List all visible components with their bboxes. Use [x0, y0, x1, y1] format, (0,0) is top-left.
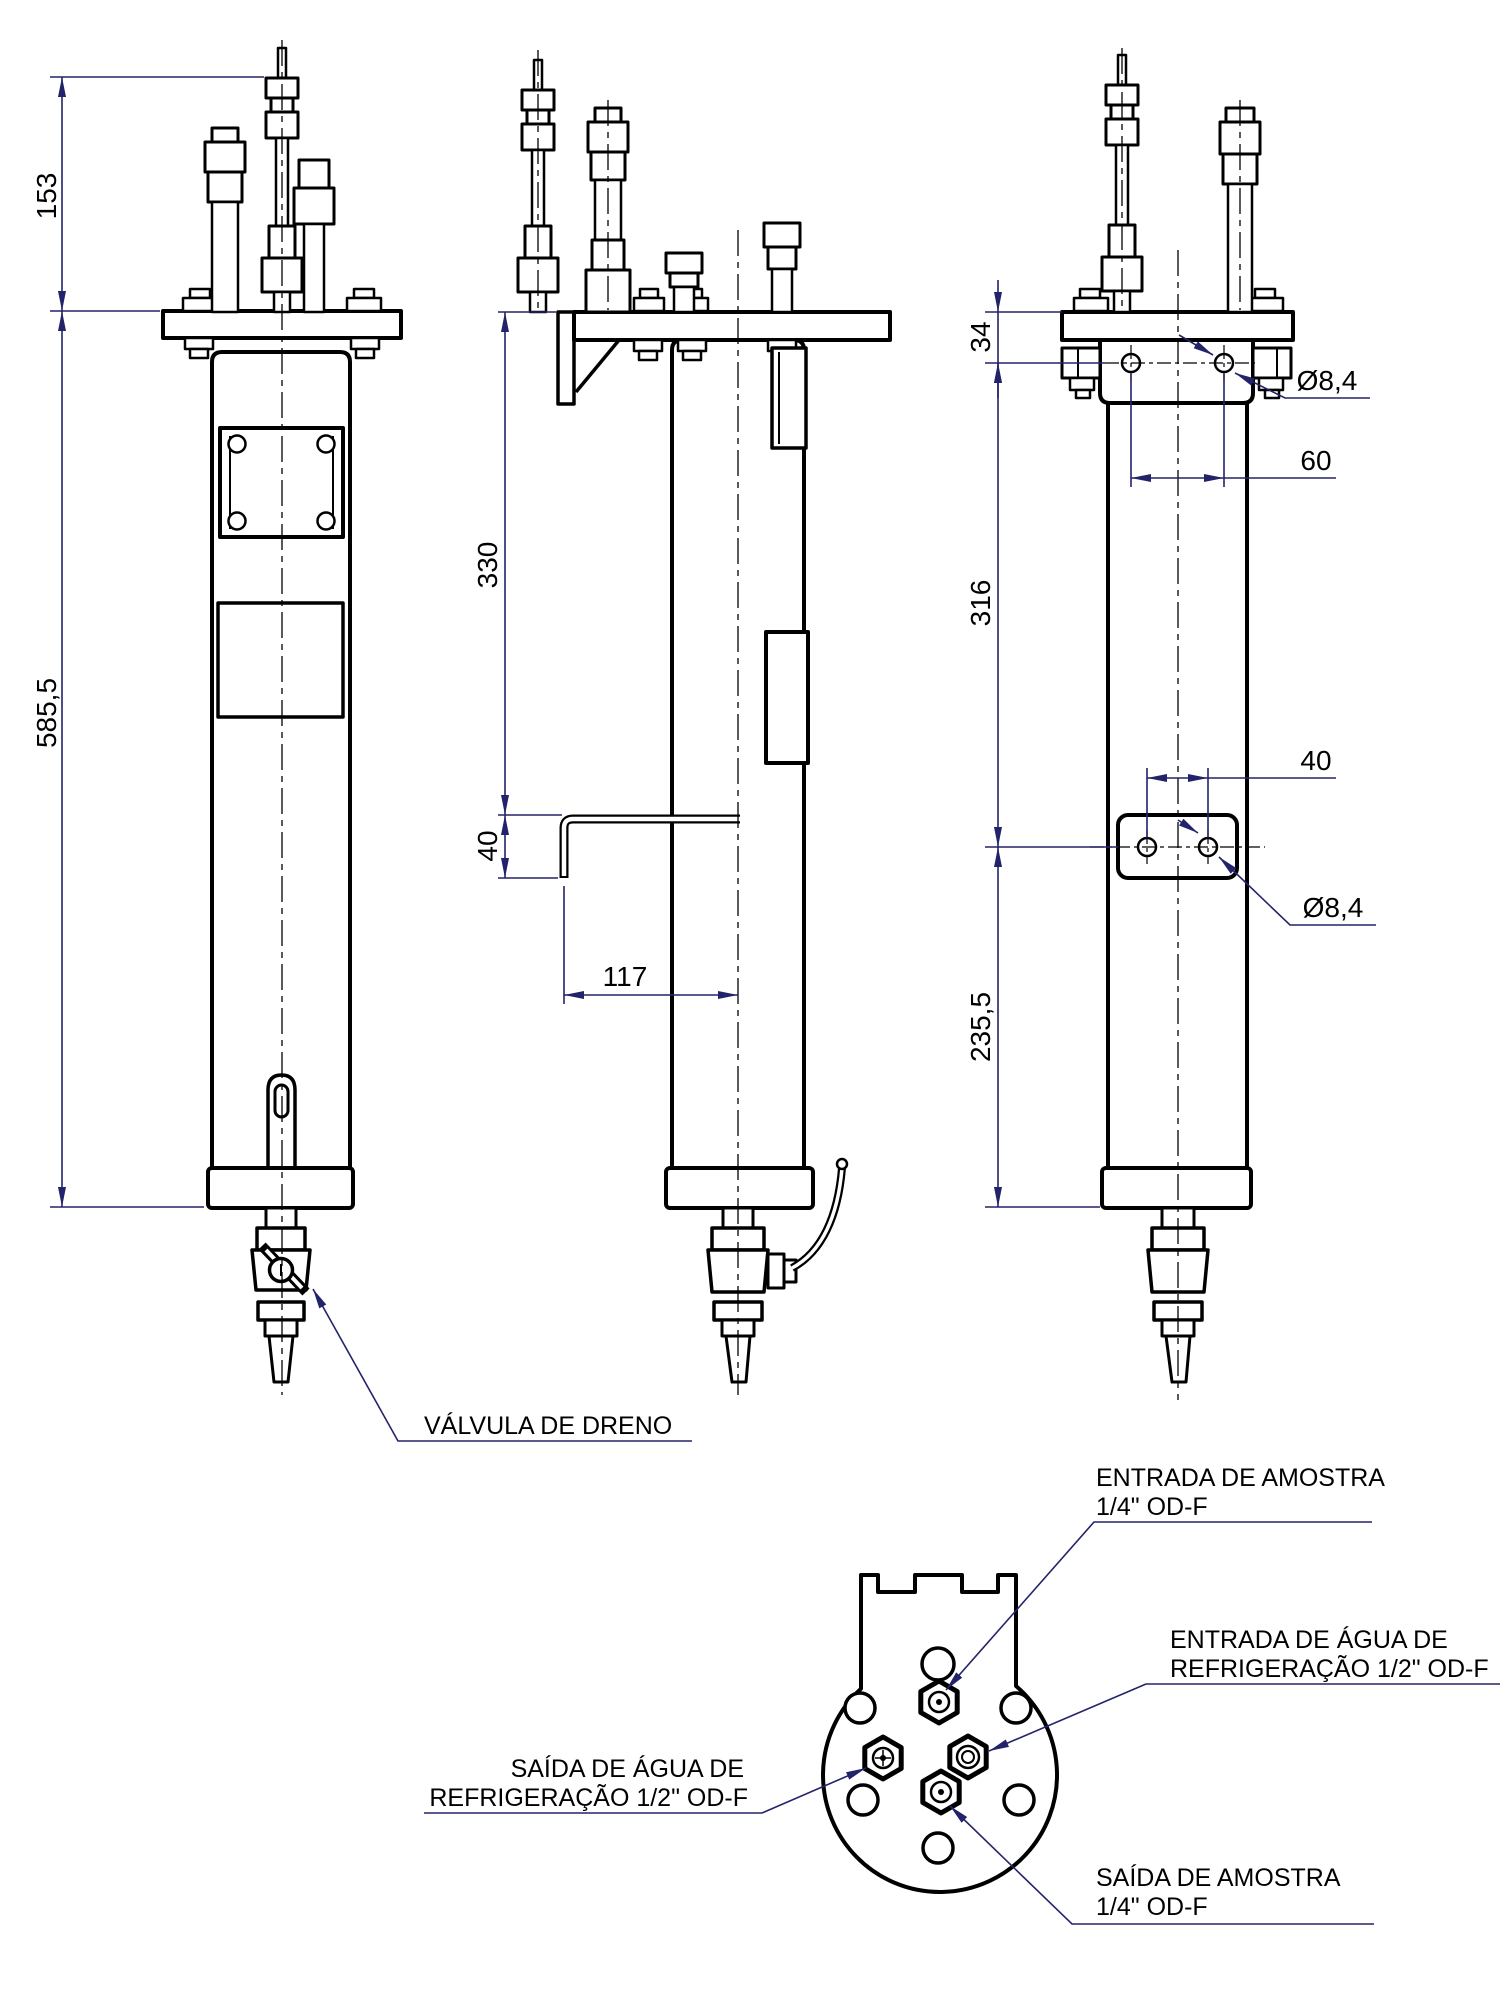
label-sample-outlet-2: 1/4" OD-F — [1096, 1893, 1208, 1921]
dim-lower-hole-diameter: Ø8,4 — [1303, 892, 1364, 923]
front-view — [161, 46, 403, 1384]
bottom-cap — [1100, 1166, 1253, 1210]
dim-fittings-height: 153 — [31, 173, 62, 220]
side-view — [516, 58, 892, 1384]
dim-tube-reach: 117 — [603, 961, 648, 992]
dim-bracket-offset: 330 — [472, 542, 503, 589]
dimensions: 153 585,5 330 40 117 34 316 235,5 60 — [31, 76, 1376, 1208]
label-sample-inlet-1: ENTRADA DE AMOSTRA — [1096, 1464, 1385, 1492]
dim-body-height: 585,5 — [31, 678, 62, 748]
bottom-cap — [664, 1166, 815, 1210]
side-windows — [764, 346, 810, 765]
vessel-body — [210, 350, 352, 1168]
drain-valve-front — [250, 1206, 312, 1384]
dim-top-hole-offset: 34 — [965, 321, 996, 352]
dim-bracket-spacing: 316 — [965, 580, 996, 627]
callouts: VÁLVULA DE DRENO ENTRADA DE AMOSTRA 1/4"… — [312, 1288, 1500, 1925]
dim-lower-offset: 235,5 — [965, 992, 996, 1062]
flange — [572, 310, 892, 342]
bottom-cap — [206, 1166, 355, 1210]
top-fittings — [1100, 53, 1262, 314]
label-cooling-outlet-1: SAÍDA DE ÁGUA DE — [511, 1754, 744, 1783]
top-fittings — [516, 58, 802, 314]
mount-holes-top — [1105, 345, 1255, 381]
sample-inlet-port — [918, 1678, 960, 1726]
dim-lower-hole-spacing: 40 — [1300, 745, 1331, 776]
label-sample-inlet-2: 1/4" OD-F — [1096, 1493, 1208, 1521]
flange-bolts — [181, 287, 383, 360]
label-cooling-outlet-2: REFRIGERAÇÃO 1/2" OD-F — [429, 1783, 748, 1812]
sample-tube — [559, 814, 740, 878]
label-drain-valve: VÁLVULA DE DRENO — [424, 1411, 672, 1440]
label-cooling-inlet-2: REFRIGERAÇÃO 1/2" OD-F — [1170, 1654, 1489, 1683]
bottom-outline — [821, 1573, 1060, 1894]
dim-top-hole-spacing: 60 — [1300, 445, 1331, 476]
cooling-inlet-port — [947, 1733, 989, 1781]
label-cooling-inlet-1: ENTRADA DE ÁGUA DE — [1170, 1625, 1448, 1654]
dim-tube-drop: 40 — [472, 830, 503, 861]
cooling-outlet-port — [862, 1734, 904, 1782]
top-fittings — [203, 46, 336, 314]
bottom-view — [821, 1573, 1060, 1894]
label-sample-outlet-1: SAÍDA DE AMOSTRA — [1096, 1863, 1341, 1892]
centerlines — [281, 40, 1241, 1400]
rim-holes — [843, 1646, 1036, 1865]
sample-outlet-port — [920, 1768, 962, 1816]
dim-top-hole-diameter: Ø8,4 — [1297, 365, 1358, 396]
mount-plate — [1098, 338, 1255, 405]
label-plate — [216, 601, 345, 719]
